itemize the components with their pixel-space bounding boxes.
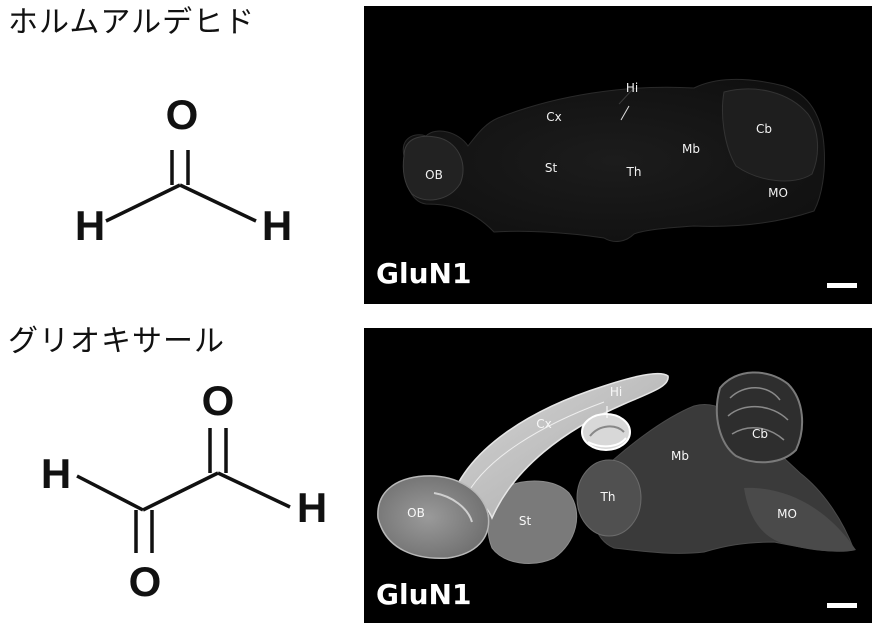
formaldehyde-structure: O H H (75, 91, 292, 249)
cortex-region (446, 372, 669, 520)
label-mo: MO (768, 186, 788, 200)
label-mb: Mb (671, 449, 689, 463)
label-st: St (545, 161, 558, 175)
label-th: Th (600, 490, 616, 504)
label-mb: Mb (682, 142, 700, 156)
oxygen-bottom-atom: O (129, 558, 162, 605)
hc-bond-left (76, 474, 144, 512)
hydrogen-left-atom: H (75, 202, 105, 249)
hi-pointer-line (620, 105, 630, 121)
cerebellum-region (715, 371, 804, 464)
brain-section-top: OB Cx Hi St Th Mb Cb MO GluN1 (376, 79, 857, 290)
glyoxal-title: グリオキサール (8, 324, 225, 359)
hydrogen-right-atom: H (297, 484, 327, 531)
label-cb: Cb (752, 427, 768, 441)
hippocampus-region (581, 413, 631, 451)
hydrogen-right-atom: H (262, 202, 292, 249)
brain-section-bottom: OB Cx Hi St Th Mb Cb MO GluN1 (376, 371, 857, 611)
label-ob: OB (425, 168, 443, 182)
label-th: Th (626, 165, 642, 179)
oxygen-top-atom: O (202, 377, 235, 424)
stain-label-bottom: GluN1 (376, 578, 471, 611)
ch-bond-right (217, 471, 291, 509)
ch-bond-left (105, 183, 181, 223)
thalamus-region (576, 459, 642, 537)
hydrogen-left-atom: H (41, 450, 71, 497)
brain-panel-bottom: OB Cx Hi St Th Mb Cb MO GluN1 (364, 328, 872, 623)
label-cx: Cx (536, 417, 551, 431)
glyoxal-structure: O O H H (41, 377, 327, 605)
label-st: St (519, 514, 532, 528)
label-hi: Hi (610, 385, 622, 399)
brain-silhouette (377, 371, 856, 564)
scale-bar-top (827, 283, 857, 288)
scale-bar-bottom (827, 603, 857, 608)
stain-label-top: GluN1 (376, 257, 471, 290)
cc-bond (142, 471, 219, 512)
brain-silhouette (402, 79, 825, 242)
label-hi: Hi (626, 81, 638, 95)
formaldehyde-title: ホルムアルデヒド (8, 5, 256, 40)
label-ob: OB (407, 506, 425, 520)
brain-panel-top: OB Cx Hi St Th Mb Cb MO GluN1 (364, 6, 872, 304)
ch-bond-right (179, 183, 257, 223)
label-cx: Cx (546, 110, 561, 124)
oxygen-atom: O (166, 91, 199, 138)
label-cb: Cb (756, 122, 772, 136)
olfactory-bulb-region (377, 475, 490, 559)
label-mo: MO (777, 507, 797, 521)
